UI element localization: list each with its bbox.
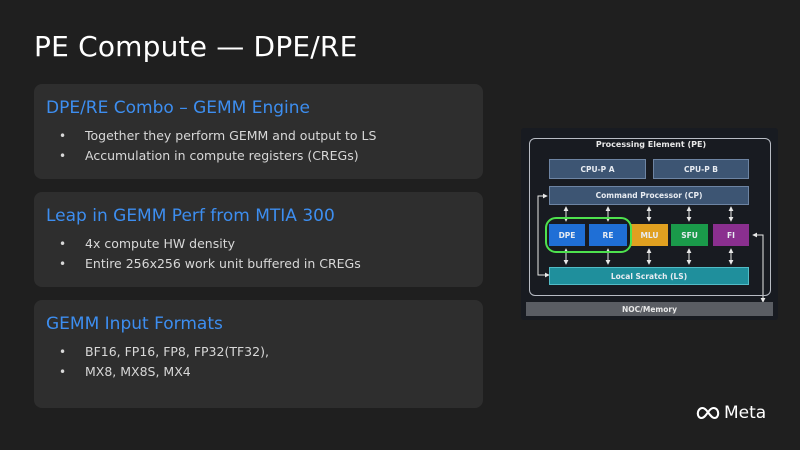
bullet-list: BF16, FP16, FP8, FP32(TF32), MX8, MX8S, … [59, 342, 474, 382]
bullet-item: BF16, FP16, FP8, FP32(TF32), [59, 342, 474, 362]
dpe-re-highlight [545, 217, 632, 253]
dpe-block: DPE [549, 224, 585, 246]
bullet-item: Together they perform GEMM and output to… [59, 126, 474, 146]
slide-title: PE Compute — DPE/RE [34, 30, 358, 63]
panel-heading: DPE/RE Combo – GEMM Engine [46, 98, 311, 118]
brand-name: Meta [724, 403, 767, 423]
panel-heading: Leap in GEMM Perf from MTIA 300 [46, 206, 335, 226]
bullet-item: 4x compute HW density [59, 234, 474, 254]
bullet-list: 4x compute HW density Entire 256x256 wor… [59, 234, 474, 274]
panel-gemm-input-formats: GEMM Input Formats BF16, FP16, FP8, FP32… [34, 300, 483, 408]
cpu-p-a-block: CPU-P A [549, 159, 646, 179]
arrow-fi-noc [752, 232, 766, 303]
cpu-p-b-block: CPU-P B [653, 159, 749, 179]
fi-block: FI [713, 224, 749, 246]
pe-title: Processing Element (PE) [591, 140, 711, 149]
arrow-ls-cp-loop [537, 193, 550, 278]
bullet-list: Together they perform GEMM and output to… [59, 126, 474, 166]
command-processor-block: Command Processor (CP) [549, 186, 749, 205]
re-block: RE [589, 224, 627, 246]
sfu-block: SFU [671, 224, 708, 246]
bullet-item: Entire 256x256 work unit buffered in CRE… [59, 254, 474, 274]
local-scratch-block: Local Scratch (LS) [549, 267, 749, 285]
pe-boundary: Processing Element (PE) [529, 138, 771, 296]
panel-gemm-perf: Leap in GEMM Perf from MTIA 300 4x compu… [34, 192, 483, 287]
mlu-block: MLU [631, 224, 668, 246]
bullet-item: MX8, MX8S, MX4 [59, 362, 474, 382]
meta-logo: Meta [696, 402, 766, 424]
bullet-item: Accumulation in compute registers (CREGs… [59, 146, 474, 166]
meta-infinity-icon [696, 406, 720, 420]
panel-dpe-re-combo: DPE/RE Combo – GEMM Engine Together they… [34, 84, 483, 179]
pe-diagram: Processing Element (PE) CPU-P A CPU-P B … [521, 128, 778, 320]
noc-memory-block: NOC/Memory [526, 302, 773, 316]
panel-heading: GEMM Input Formats [46, 314, 223, 334]
